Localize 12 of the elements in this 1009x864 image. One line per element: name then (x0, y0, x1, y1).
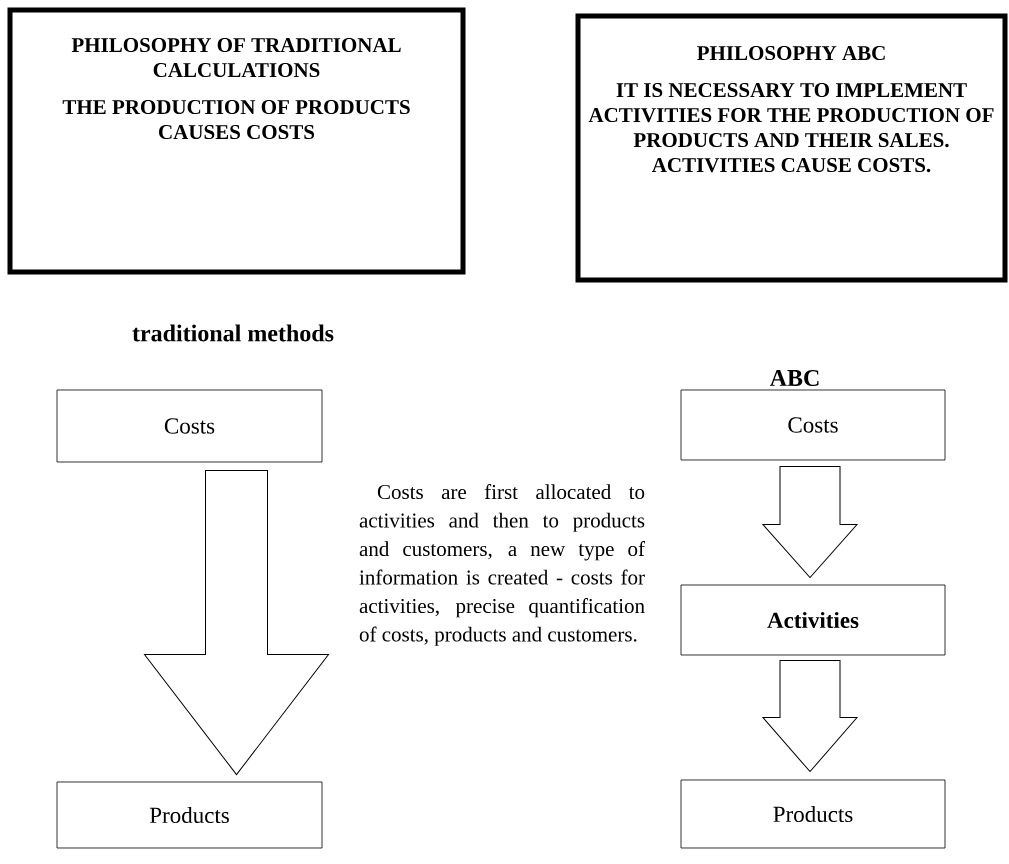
philosophy-box: PHILOSOPHY OF TRADITIONAL CALCULATIONS THE PRODUCTION OF PRODUCTS CAUSES COSTS (7, 7, 466, 275)
philosophy-box: PHILOSOPHY ABC IT IS NECESSARY TO IMPLEMENT ACTIVITIES FOR THE PRODUCTION OF PRODUCTS AND THEIR SALES. ACTIVITIES CAUSE COSTS. (575, 13, 1008, 283)
block-arrow (762, 659, 858, 773)
process-box: Products (680, 779, 946, 849)
block-arrow (144, 469, 329, 776)
process-box: Products (56, 781, 323, 849)
process-box: Costs (56, 389, 323, 463)
section-heading: traditional methods (132, 324, 334, 342)
process-box: Costs (680, 389, 946, 461)
process-box: Activities (680, 584, 946, 656)
description-text: Costs are first allocated to activities and then to products and customers, a new type of information is created - costs for activities, precise quantification of costs, products and customers. (359, 484, 645, 646)
block-arrow (762, 465, 858, 579)
